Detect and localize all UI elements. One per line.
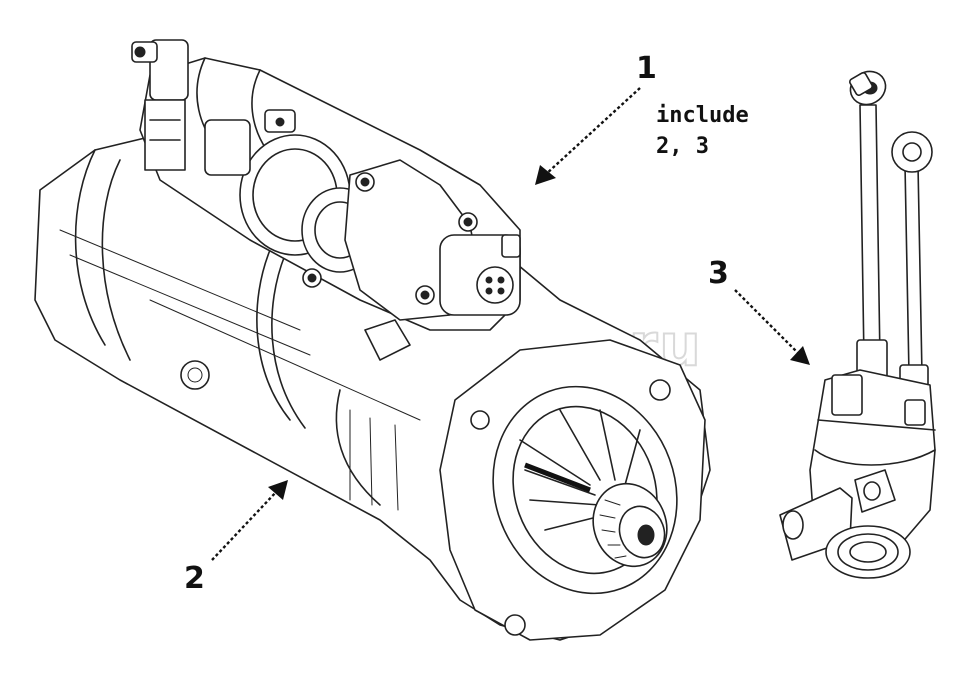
callout-1-label: 1 <box>636 51 657 86</box>
starter-motor-drawing <box>34 39 711 641</box>
note-line-2: 2, 3 <box>656 134 709 159</box>
callout-3-label: 3 <box>708 256 729 291</box>
callout-2-label: 2 <box>184 561 205 596</box>
leader-arrow-3 <box>734 289 810 365</box>
leader-arrow-1 <box>535 87 641 185</box>
relay-assembly-drawing <box>779 70 936 579</box>
note-line-1: include <box>656 103 749 128</box>
leader-arrow-2 <box>211 480 288 561</box>
